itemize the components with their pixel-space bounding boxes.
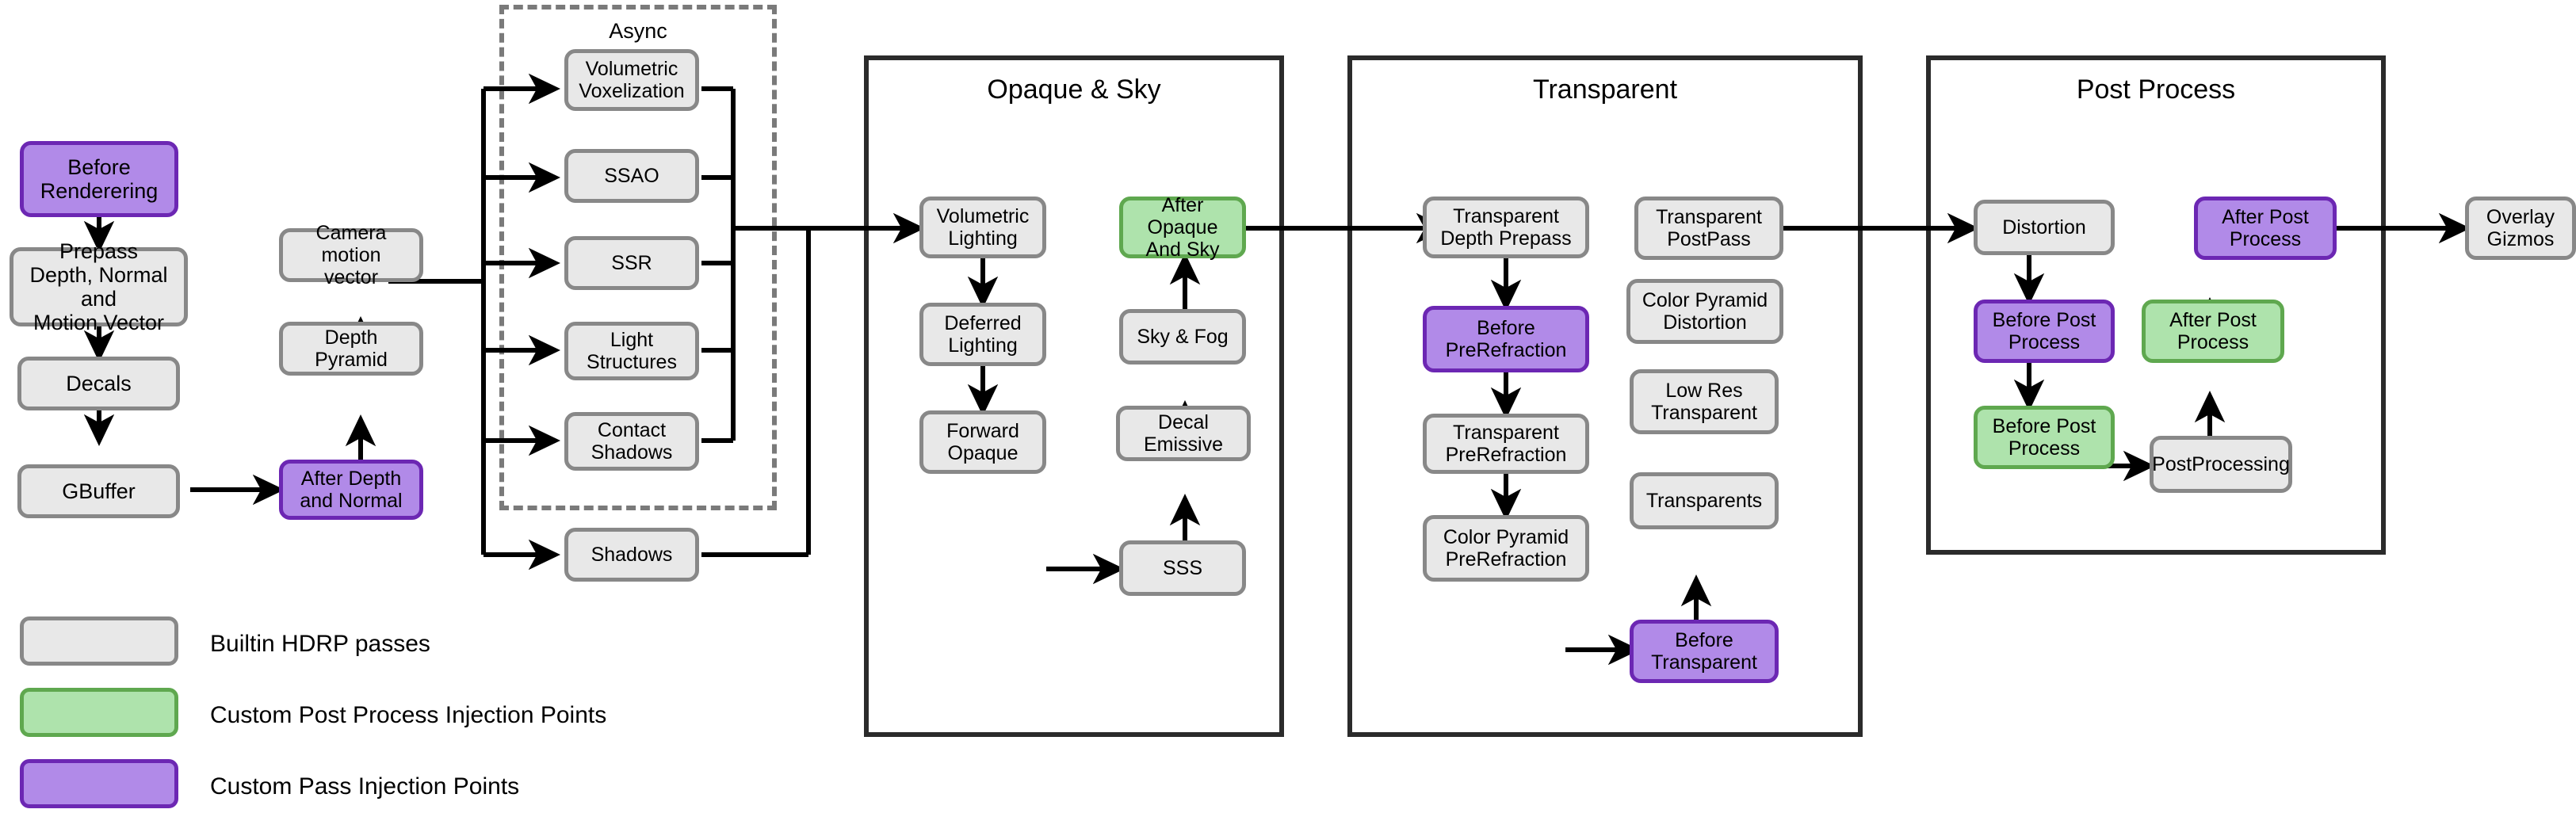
node-ssr[interactable]: SSR	[564, 236, 699, 290]
node-transparent-depth-prepass[interactable]: Transparent Depth Prepass	[1423, 197, 1589, 258]
node-before-prerefraction[interactable]: Before PreRefraction	[1423, 306, 1589, 372]
node-transparent-prerefraction[interactable]: Transparent PreRefraction	[1423, 414, 1589, 474]
node-deferred-lighting[interactable]: Deferred Lighting	[919, 303, 1046, 366]
node-after-post-process-purple[interactable]: After Post Process	[2194, 197, 2337, 260]
node-overlay-gizmos[interactable]: Overlay Gizmos	[2465, 197, 2576, 260]
node-postprocessing[interactable]: PostProcessing	[2150, 436, 2292, 493]
group-title-post-process: Post Process	[2076, 74, 2236, 105]
node-after-opaque-and-sky[interactable]: After Opaque And Sky	[1119, 194, 1246, 261]
node-prepass[interactable]: Prepass Depth, Normal and Motion Vector	[10, 239, 188, 334]
node-before-post-process-green[interactable]: Before Post Process	[1974, 406, 2115, 469]
legend-swatch-builtin	[20, 616, 178, 666]
node-before-rendering[interactable]: Before Renderering	[20, 141, 178, 217]
legend-label-builtin: Builtin HDRP passes	[210, 631, 430, 657]
async-group-frame	[499, 5, 777, 510]
node-volumetric-lighting[interactable]: Volumetric Lighting	[919, 197, 1046, 258]
legend-label-custom-post-process: Custom Post Process Injection Points	[210, 702, 607, 728]
legend-swatch-custom-post-process	[20, 688, 178, 737]
node-volumetric-voxelization[interactable]: Volumetric Voxelization	[564, 49, 699, 111]
node-forward-opaque[interactable]: Forward Opaque	[919, 410, 1046, 474]
group-frame-post-process	[1926, 55, 2386, 555]
node-color-pyramid-distortion[interactable]: Color Pyramid Distortion	[1626, 279, 1783, 344]
async-group-title: Async	[609, 19, 667, 43]
node-camera-motion-vector[interactable]: Camera motion vector	[279, 222, 423, 288]
node-before-transparent[interactable]: Before Transparent	[1630, 620, 1779, 683]
group-title-opaque-sky: Opaque & Sky	[987, 74, 1161, 105]
legend-label-custom-pass: Custom Pass Injection Points	[210, 773, 520, 800]
node-low-res-transparent[interactable]: Low Res Transparent	[1630, 369, 1779, 434]
node-after-post-process-green[interactable]: After Post Process	[2142, 300, 2284, 363]
group-frame-transparent	[1347, 55, 1863, 737]
node-after-depth-and-normal[interactable]: After Depth and Normal	[279, 460, 423, 520]
node-before-post-process-purple[interactable]: Before Post Process	[1974, 300, 2115, 363]
node-sss[interactable]: SSS	[1119, 540, 1246, 596]
node-depth-pyramid[interactable]: Depth Pyramid	[279, 322, 423, 376]
group-title-transparent: Transparent	[1532, 74, 1678, 105]
group-frame-opaque-sky	[864, 55, 1284, 737]
node-shadows[interactable]: Shadows	[564, 528, 699, 582]
node-sky-and-fog[interactable]: Sky & Fog	[1119, 309, 1246, 365]
node-transparents[interactable]: Transparents	[1630, 472, 1779, 529]
node-distortion[interactable]: Distortion	[1974, 200, 2115, 255]
node-decal-emissive[interactable]: Decal Emissive	[1116, 406, 1251, 461]
node-color-pyramid-prerefraction[interactable]: Color Pyramid PreRefraction	[1423, 515, 1589, 582]
node-ssao[interactable]: SSAO	[564, 149, 699, 203]
node-gbuffer[interactable]: GBuffer	[17, 464, 180, 518]
node-decals[interactable]: Decals	[17, 357, 180, 410]
node-transparent-postpass[interactable]: Transparent PostPass	[1634, 197, 1783, 260]
legend-swatch-custom-pass	[20, 759, 178, 808]
node-light-structures[interactable]: Light Structures	[564, 322, 699, 380]
node-contact-shadows[interactable]: Contact Shadows	[564, 412, 699, 471]
